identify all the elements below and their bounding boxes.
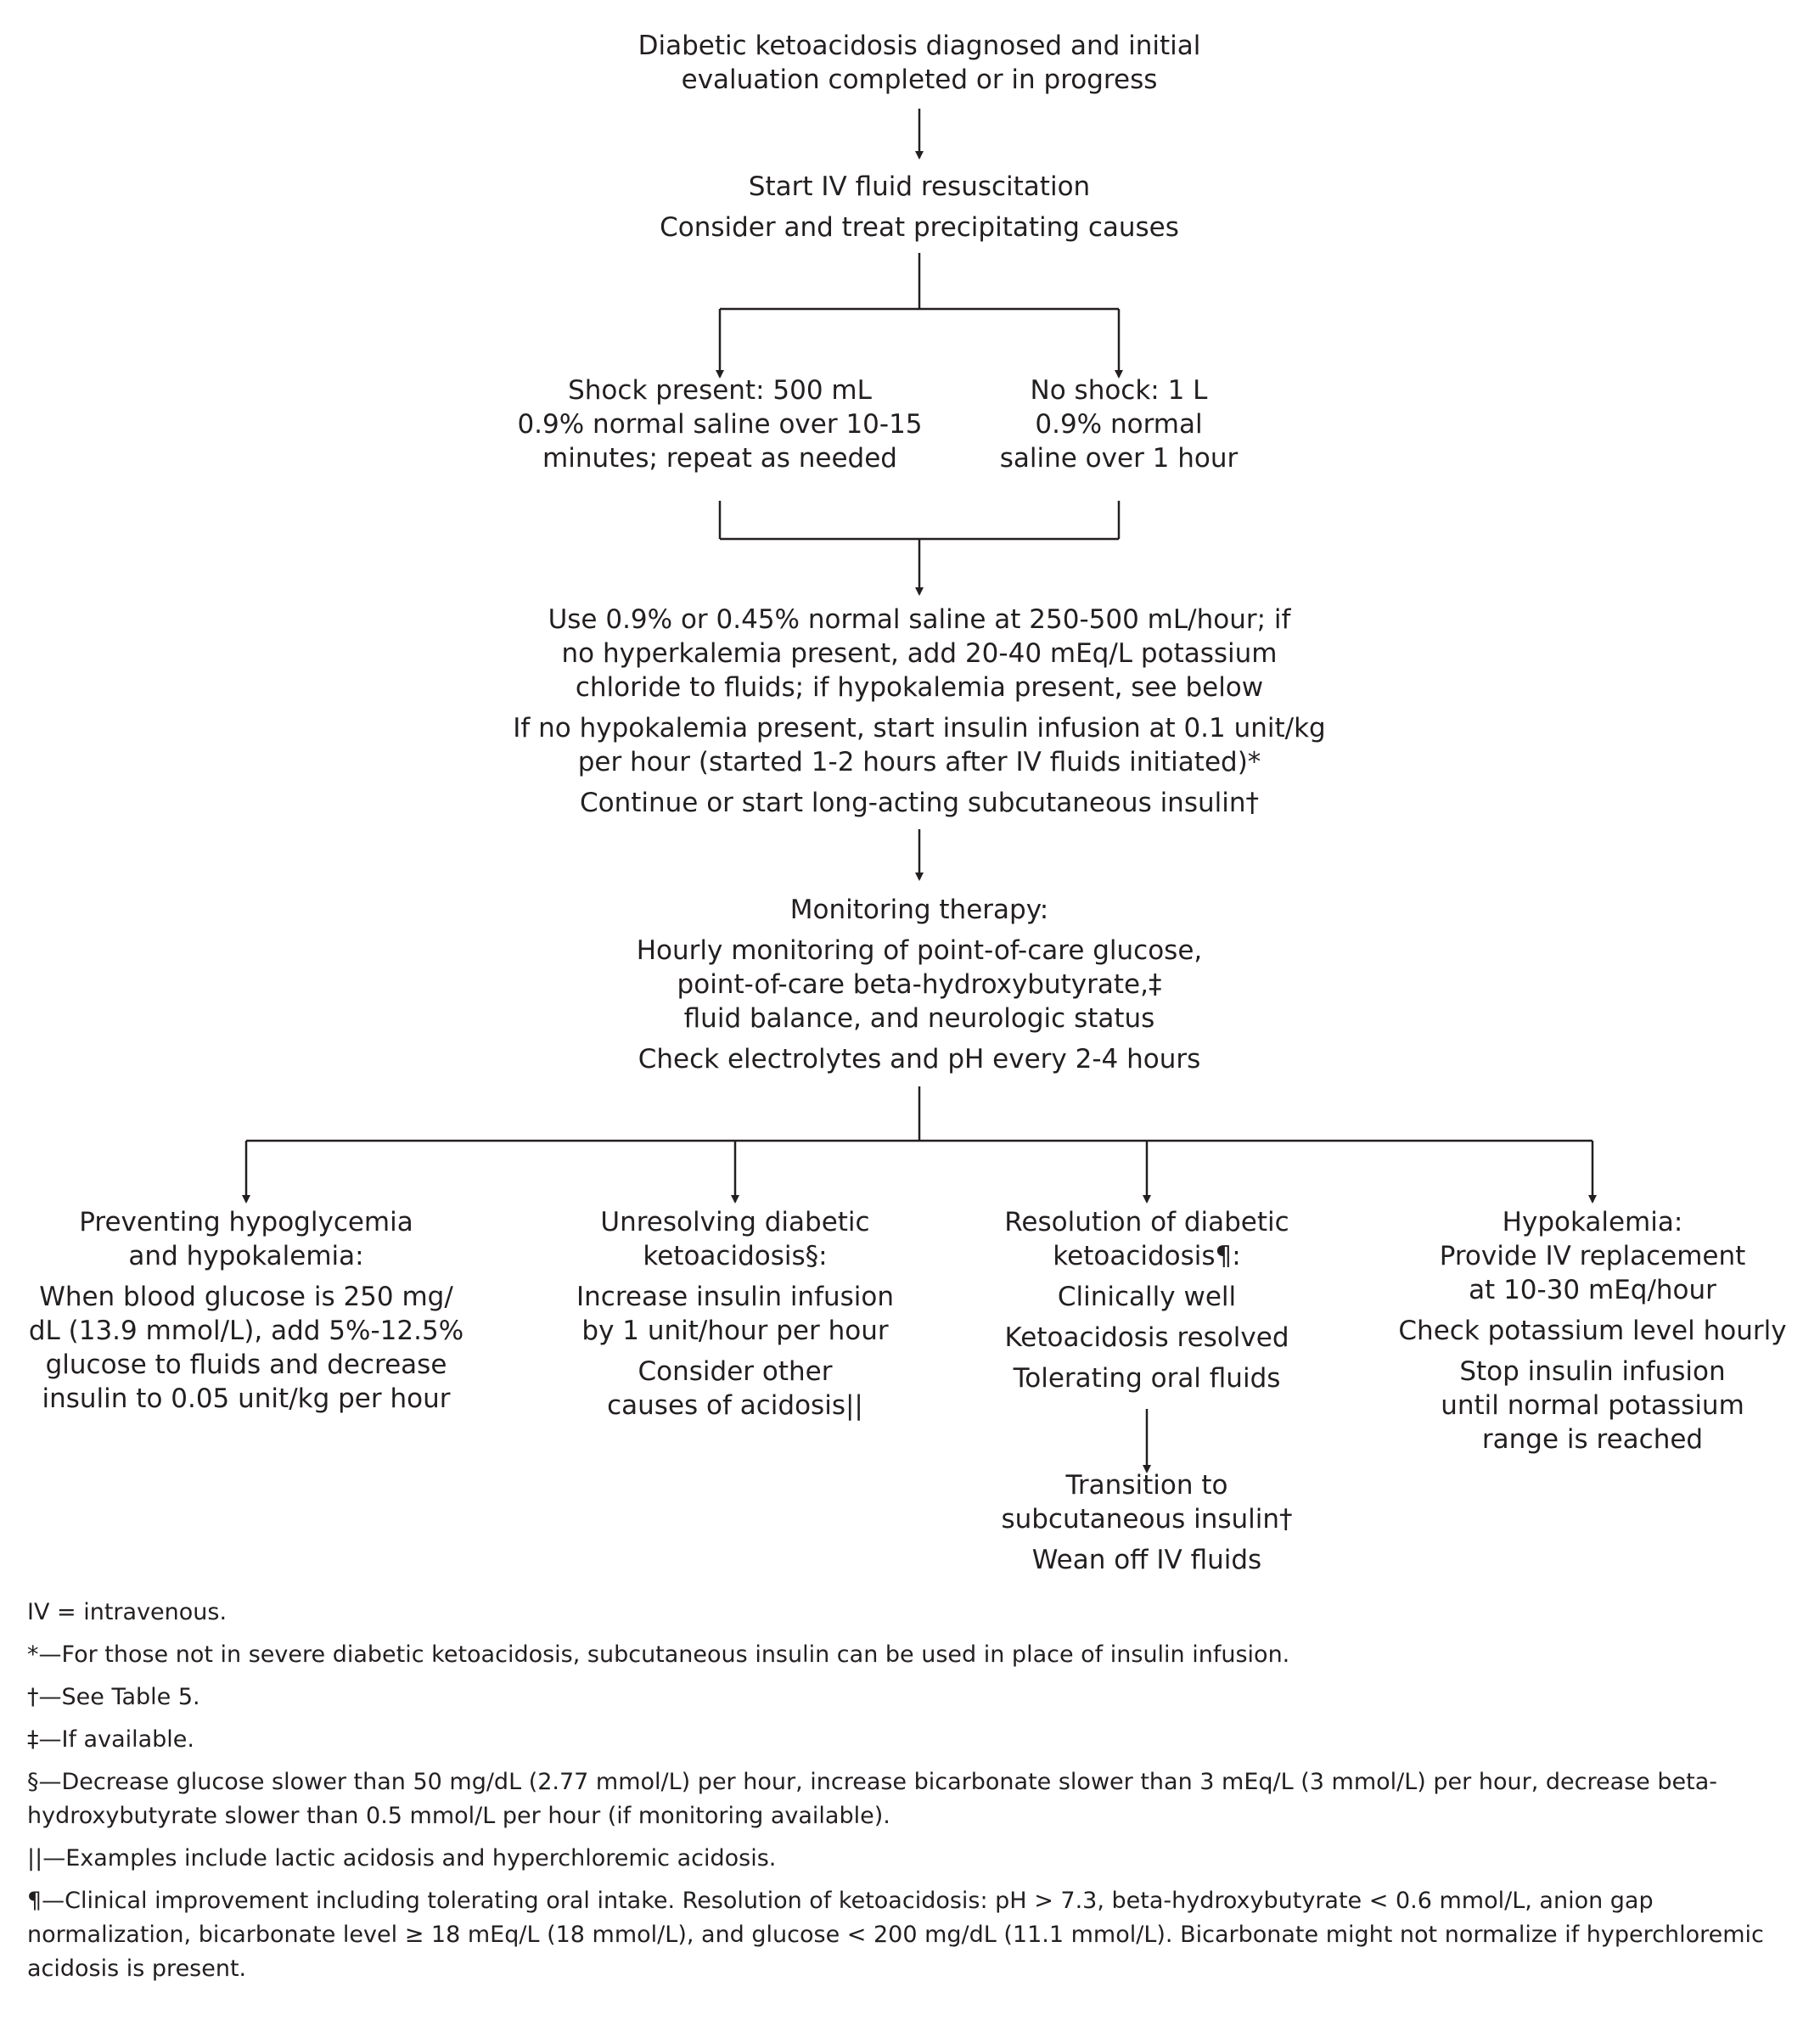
fluids-line-3: chloride to fluids; if hypokalemia prese… <box>575 672 1264 703</box>
fluids-line-2: no hyperkalemia present, add 20-40 mEq/L… <box>561 638 1278 669</box>
footnotes: IV = intravenous. *—For those not in sev… <box>27 1596 1801 1995</box>
stop-insulin-line-2: until normal potassium <box>1441 1390 1744 1421</box>
hypokalemia-node: Hypokalemia: Provide IV replacement at 10… <box>1389 1205 1796 1456</box>
transition-line-1: Transition to <box>1065 1470 1228 1501</box>
transition-line-2: subcutaneous insulin† <box>1001 1504 1293 1535</box>
footnote-parallel: ||—Examples include lactic acidosis and … <box>27 1845 777 1871</box>
preventing-body-line-4: insulin to 0.05 unit/kg per hour <box>42 1383 451 1414</box>
resolution-title-line-2: ketoacidosis¶: <box>1053 1241 1241 1271</box>
diagnosis-line-2: evaluation completed or in progress <box>681 65 1158 95</box>
no-shock-line-3: saline over 1 hour <box>999 443 1239 474</box>
resolution-item: Clinically well <box>1057 1282 1237 1312</box>
footnote-pilcrow: ¶—Clinical improvement including tolerat… <box>27 1888 1764 1982</box>
footnote-section: §—Decrease glucose slower than 50 mg/dL … <box>27 1769 1717 1829</box>
resuscitation-node: Start IV fluid resuscitation Consider an… <box>495 170 1344 244</box>
insulin-infusion-line-2: per hour (started 1-2 hours after IV flu… <box>577 747 1261 777</box>
footnote-abbreviation: IV = intravenous. <box>27 1599 228 1625</box>
iv-replacement-line-2: at 10-30 mEq/hour <box>1469 1275 1716 1305</box>
electrolytes-check-text: Check electrolytes and pH every 2-4 hour… <box>638 1044 1201 1075</box>
unresolving-title-line-1: Unresolving diabetic <box>600 1207 870 1237</box>
preventing-body-line-2: dL (13.9 mmol/L), add 5%-12.5% <box>28 1316 464 1346</box>
preventing-body-line-3: glucose to fluids and decrease <box>45 1350 447 1380</box>
unresolving-title-line-2: ketoacidosis§: <box>643 1241 828 1271</box>
stop-insulin-line-3: range is reached <box>1481 1424 1704 1455</box>
monitoring-line-1: Hourly monitoring of point-of-care gluco… <box>636 935 1203 966</box>
increase-insulin-line-2: by 1 unit/hour per hour <box>581 1316 889 1346</box>
stop-insulin-line-1: Stop insulin infusion <box>1459 1356 1726 1387</box>
other-causes-line-1: Consider other <box>638 1356 833 1387</box>
insulin-infusion-line-1: If no hypokalemia present, start insulin… <box>513 713 1326 744</box>
other-causes-line-2: causes of acidosis|| <box>607 1390 863 1421</box>
footnote-dagger: †—See Table 5. <box>27 1684 200 1710</box>
monitoring-line-2: point-of-care beta-hydroxybutyrate,‡ <box>677 969 1162 1000</box>
shock-line-3: minutes; repeat as needed <box>542 443 897 474</box>
no-shock-line-2: 0.9% normal <box>1035 409 1203 440</box>
unresolving-dka-node: Unresolving diabetic ketoacidosis§: Incre… <box>557 1205 913 1423</box>
shock-line-2: 0.9% normal saline over 10-15 <box>517 409 923 440</box>
preventing-title-line-2: and hypokalemia: <box>128 1241 364 1271</box>
monitoring-node: Monitoring therapy: Hourly monitoring of… <box>537 893 1301 1076</box>
start-iv-fluid-text: Start IV fluid resuscitation <box>748 171 1091 202</box>
diagnosis-node: Diabetic ketoacidosis diagnosed and init… <box>495 29 1344 97</box>
no-shock-line-1: No shock: 1 L <box>1030 375 1208 406</box>
diagnosis-line-1: Diabetic ketoacidosis diagnosed and init… <box>638 31 1201 61</box>
fluids-insulin-node: Use 0.9% or 0.45% normal saline at 250-5… <box>452 603 1386 820</box>
monitoring-title: Monitoring therapy: <box>789 895 1049 925</box>
shock-line-1: Shock present: 500 mL <box>568 375 872 406</box>
preventing-body-line-1: When blood glucose is 250 mg/ <box>39 1282 453 1312</box>
hypokalemia-title: Hypokalemia: <box>1502 1207 1683 1237</box>
resolution-item: Ketoacidosis resolved <box>1004 1322 1289 1353</box>
footnote-asterisk: *—For those not in severe diabetic ketoa… <box>27 1641 1290 1668</box>
resolution-item: Tolerating oral fluids <box>1013 1363 1281 1394</box>
fluids-line-1: Use 0.9% or 0.45% normal saline at 250-5… <box>548 604 1291 635</box>
iv-replacement-line-1: Provide IV replacement <box>1439 1241 1746 1271</box>
check-potassium-text: Check potassium level hourly <box>1398 1316 1787 1346</box>
resolution-title-line-1: Resolution of diabetic <box>1004 1207 1289 1237</box>
treat-precipitating-causes-text: Consider and treat precipitating causes <box>660 212 1179 243</box>
long-acting-insulin-text: Continue or start long-acting subcutaneo… <box>579 788 1260 818</box>
footnote-double-dagger: ‡—If available. <box>27 1726 195 1753</box>
monitoring-line-3: fluid balance, and neurologic status <box>683 1003 1155 1034</box>
preventing-title-line-1: Preventing hypoglycemia <box>79 1207 413 1237</box>
resolution-dka-node: Resolution of diabetic ketoacidosis¶: Cli… <box>969 1205 1325 1395</box>
wean-off-fluids-text: Wean off IV fluids <box>1031 1545 1262 1575</box>
increase-insulin-line-1: Increase insulin infusion <box>576 1282 895 1312</box>
